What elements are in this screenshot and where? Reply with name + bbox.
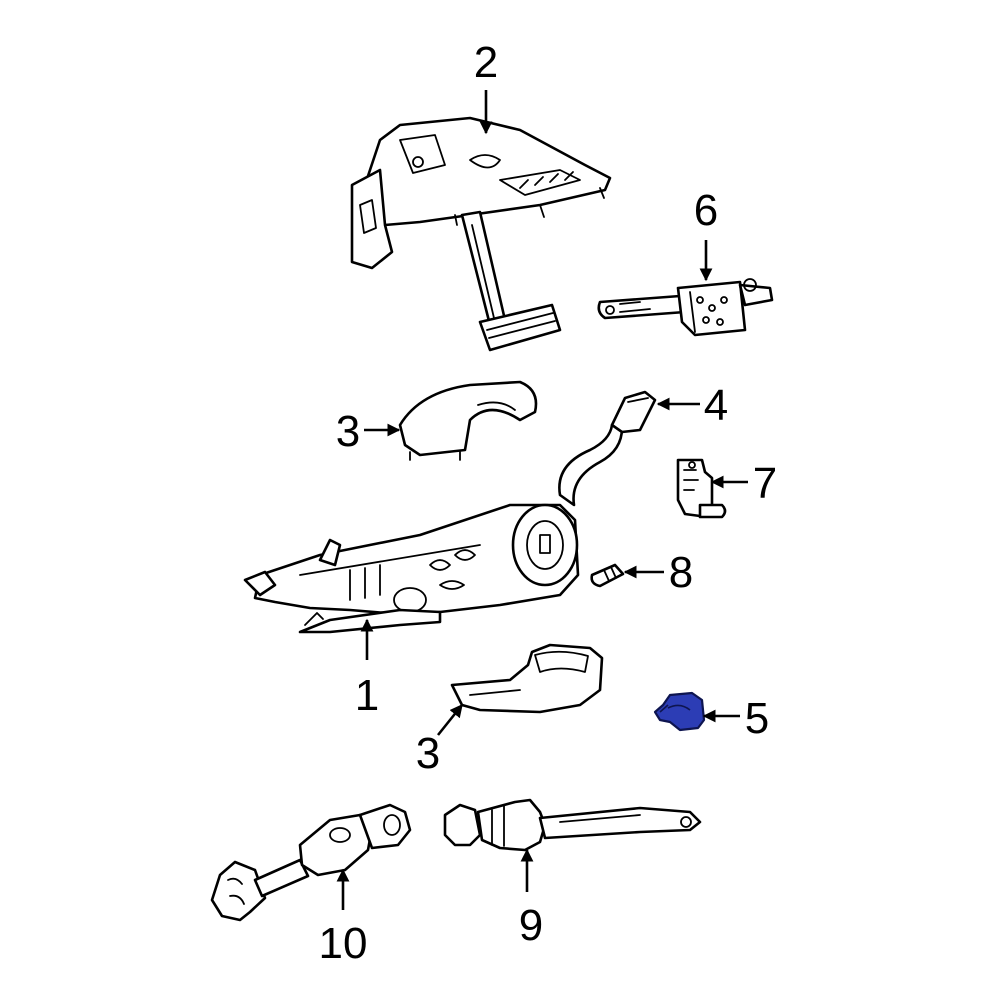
callout-6: 6: [694, 186, 718, 235]
part-10-intermediate-shaft[interactable]: [210, 803, 412, 922]
callout-3-upper: 3: [336, 407, 360, 456]
callout-arrows: [336, 90, 748, 910]
part-6-combination-switch[interactable]: [597, 278, 774, 337]
part-3-lower-shroud[interactable]: [450, 643, 604, 714]
arrow-3b: [436, 703, 464, 736]
part-8-cylinder[interactable]: [590, 563, 625, 588]
callout-4: 4: [704, 381, 728, 430]
part-3-upper-shroud[interactable]: [398, 380, 538, 461]
callout-1: 1: [355, 671, 379, 720]
callout-5: 5: [745, 694, 769, 743]
part-2-pedal-bracket[interactable]: [350, 116, 612, 352]
part-5-lock-cylinder[interactable]: [653, 691, 706, 732]
callout-8: 8: [669, 548, 693, 597]
callout-3-lower: 3: [416, 729, 440, 778]
callout-2: 2: [474, 38, 498, 87]
callout-10: 10: [319, 919, 368, 968]
part-4-shift-lever[interactable]: [558, 390, 657, 507]
part-1-steering-column[interactable]: [243, 503, 580, 634]
callout-9: 9: [519, 901, 543, 950]
callout-labels: 2 6 3 4 7 8 1 3 5 9 10: [319, 38, 778, 968]
callout-7: 7: [753, 459, 777, 508]
part-9-steering-shaft[interactable]: [443, 798, 702, 852]
part-7-switch[interactable]: [676, 458, 727, 519]
